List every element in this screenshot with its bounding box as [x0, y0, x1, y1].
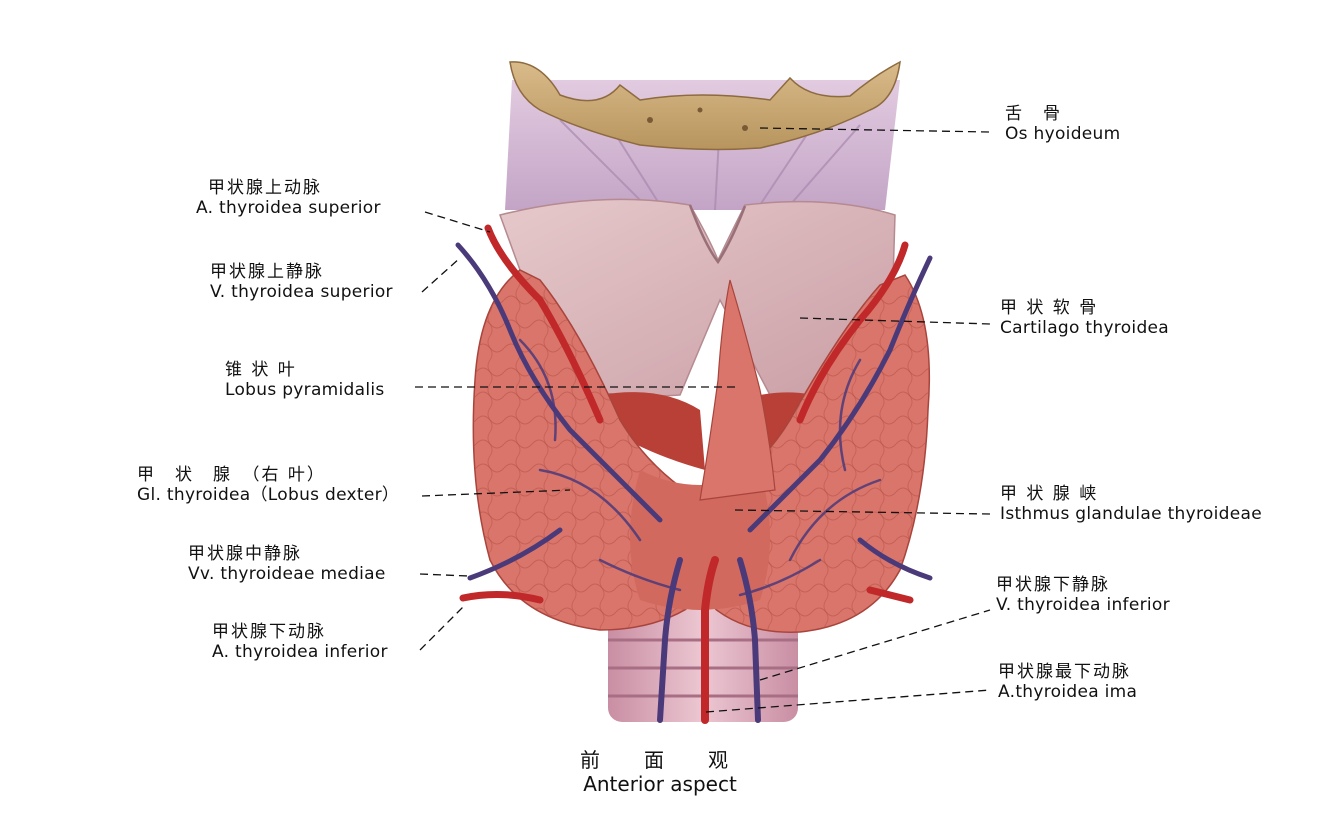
label-latin: Os hyoideum	[1005, 124, 1121, 144]
label-vv-thyroideae-mediae: 甲状腺中静脉 Vv. thyroideae mediae	[188, 544, 386, 584]
label-latin: V. thyroidea superior	[210, 282, 393, 302]
label-zh: 甲 状 腺 （右 叶）	[137, 465, 326, 485]
label-zh: 舌 骨	[1005, 104, 1062, 124]
label-zh: 锥 状 叶	[225, 360, 297, 380]
label-latin: A. thyroidea superior	[196, 198, 381, 218]
label-v-thyroidea-inferior: 甲状腺下静脉 V. thyroidea inferior	[996, 575, 1170, 615]
view-caption: 前 面 观 Anterior aspect	[560, 748, 760, 796]
label-latin: Vv. thyroideae mediae	[188, 564, 386, 584]
label-zh: 甲状腺上静脉	[210, 262, 324, 282]
label-latin: A. thyroidea inferior	[212, 642, 388, 662]
label-zh: 甲状腺中静脉	[188, 544, 302, 564]
label-lobus-pyramidalis: 锥 状 叶 Lobus pyramidalis	[225, 360, 385, 400]
label-latin: V. thyroidea inferior	[996, 595, 1170, 615]
label-zh: 甲状腺上动脉	[208, 178, 322, 198]
label-zh: 甲状腺最下动脉	[998, 662, 1131, 682]
veins	[455, 242, 933, 723]
label-zh: 甲状腺下动脉	[212, 622, 326, 642]
label-gl-thyroidea-lobus-dexter: 甲 状 腺 （右 叶） Gl. thyroidea（Lobus dexter）	[137, 465, 399, 505]
hyoid-bone	[509, 60, 901, 151]
leader-lines	[415, 127, 991, 713]
label-latin: Cartilago thyroidea	[1000, 318, 1170, 338]
label-zh: 甲 状 腺 峡	[1000, 484, 1099, 504]
isthmus	[630, 470, 770, 610]
caption-latin: Anterior aspect	[583, 772, 737, 796]
label-os-hyoideum: 舌 骨 Os hyoideum	[1005, 104, 1121, 144]
label-a-thyroidea-ima: 甲状腺最下动脉 A.thyroidea ima	[998, 662, 1137, 702]
pyramidal-lobe	[699, 279, 776, 501]
label-zh: 甲状腺下静脉	[996, 575, 1110, 595]
label-a-thyroidea-superior: 甲状腺上动脉 A. thyroidea superior	[196, 178, 381, 218]
label-a-thyroidea-inferior: 甲状腺下动脉 A. thyroidea inferior	[212, 622, 388, 662]
label-latin: A.thyroidea ima	[998, 682, 1138, 702]
label-v-thyroidea-superior: 甲状腺上静脉 V. thyroidea superior	[210, 262, 393, 302]
label-zh: 甲 状 软 骨	[1000, 298, 1099, 318]
label-isthmus: 甲 状 腺 峡 Isthmus glandulae thyroideae	[1000, 484, 1262, 524]
label-latin: Gl. thyroidea（Lobus dexter）	[137, 485, 400, 505]
label-latin: Isthmus glandulae thyroideae	[1000, 504, 1262, 524]
caption-zh: 前 面 观	[580, 748, 740, 772]
thyroid-cartilage	[499, 198, 896, 397]
cricothyroid-muscle-right	[600, 392, 705, 470]
label-latin: Lobus pyramidalis	[225, 380, 385, 400]
label-cartilago-thyroidea: 甲 状 软 骨 Cartilago thyroidea	[1000, 298, 1169, 338]
